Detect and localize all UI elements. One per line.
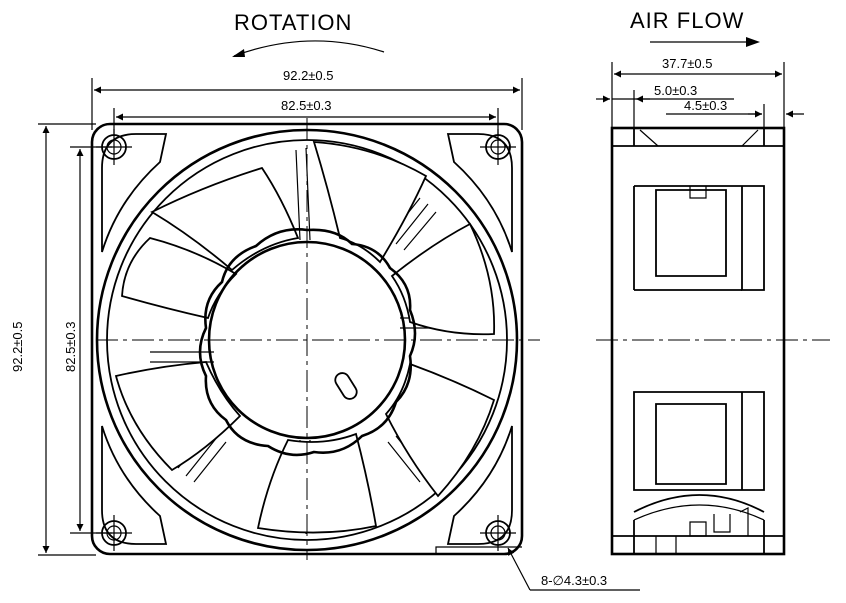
frame-corner-tr	[446, 133, 513, 253]
hole-spacing-width-label: 82.5±0.3	[281, 98, 332, 113]
mounting-hole-tl	[96, 129, 132, 165]
rotation-arrowhead	[232, 49, 245, 57]
fan-blade-1	[150, 166, 300, 272]
fan-blade-5	[256, 432, 378, 534]
overall-width-label: 92.2±0.5	[283, 68, 334, 83]
fan-front-view	[90, 118, 540, 560]
rotation-title: ROTATION	[234, 10, 352, 35]
airflow-arrowhead	[746, 37, 760, 47]
airflow-title: AIR FLOW	[630, 8, 744, 33]
front-dimension-lines	[38, 78, 640, 591]
hole-spacing-height-label: 82.5±0.3	[63, 321, 78, 372]
overall-height-label: 92.2±0.5	[10, 321, 25, 372]
rotation-arrow	[233, 40, 385, 57]
frame-corner-tl	[101, 133, 168, 253]
hub-label-slot	[334, 372, 358, 400]
fan-side-view	[596, 126, 830, 556]
mounting-hole-br	[480, 515, 516, 551]
side-dimension-lines	[596, 62, 804, 128]
frame-corner-br	[446, 425, 513, 545]
flange-left-label: 5.0±0.3	[654, 83, 697, 98]
fan-blade-2	[312, 141, 428, 264]
side-frame	[610, 126, 786, 556]
fan-blade-6	[114, 361, 242, 472]
flange-right-label: 4.5±0.3	[684, 98, 727, 113]
mounting-hole-tr	[480, 129, 516, 165]
frame-corner-bl	[101, 425, 168, 545]
mounting-holes-label: 8-∅4.3±0.3	[541, 573, 607, 588]
fan-blade-4	[384, 362, 496, 498]
mounting-hole-bl	[96, 515, 132, 551]
fan-hub-outer	[198, 228, 417, 457]
frame-notch	[435, 546, 522, 554]
depth-label: 37.7±0.5	[662, 56, 713, 71]
fan-blade-3	[390, 222, 496, 336]
